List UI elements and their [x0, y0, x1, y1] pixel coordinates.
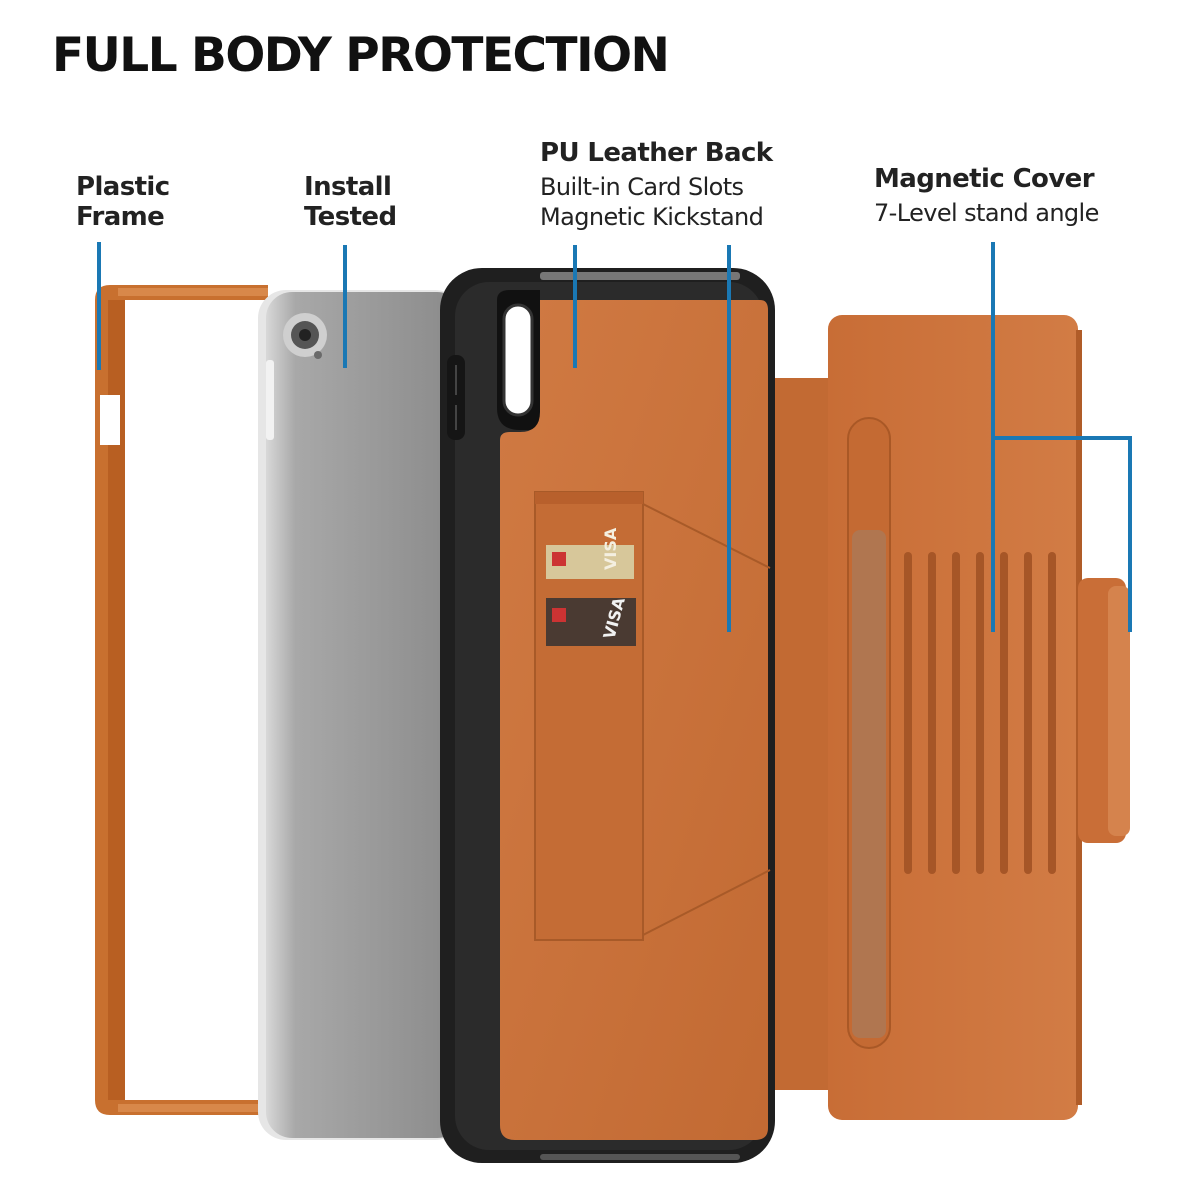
volume-buttons [447, 355, 465, 440]
tablet [258, 290, 463, 1140]
label-plastic-frame-line2: Frame [76, 202, 165, 232]
headline: FULL BODY PROTECTION [52, 28, 670, 83]
label-magnetic-cover-title: Magnetic Cover [874, 164, 1095, 194]
magnetic-cover [775, 315, 1130, 1120]
label-plastic-frame: Plastic Frame [76, 172, 170, 232]
label-install-tested-line1: Install [304, 172, 392, 202]
label-magnetic-cover: Magnetic Cover 7-Level stand angle [874, 164, 1099, 228]
label-install-tested: Install Tested [304, 172, 397, 232]
card-2: VISA [546, 595, 636, 646]
card-1-brand: VISA [601, 527, 620, 570]
callout-lines [97, 242, 1132, 632]
label-pu-leather-back: PU Leather Back Built-in Card Slots Magn… [540, 138, 773, 232]
card-1: VISA [546, 527, 634, 579]
label-stand-angle: 7-Level stand angle [874, 199, 1099, 227]
leather-back: VISA VISA [500, 300, 771, 1140]
label-kickstand: Magnetic Kickstand [540, 203, 764, 231]
label-install-tested-line2: Tested [304, 202, 397, 232]
label-pu-leather-back-title: PU Leather Back [540, 138, 773, 168]
label-plastic-frame-line1: Plastic [76, 172, 170, 202]
plastic-frame [95, 285, 268, 1115]
label-card-slots: Built-in Card Slots [540, 173, 744, 201]
vent-slots [904, 552, 1056, 874]
